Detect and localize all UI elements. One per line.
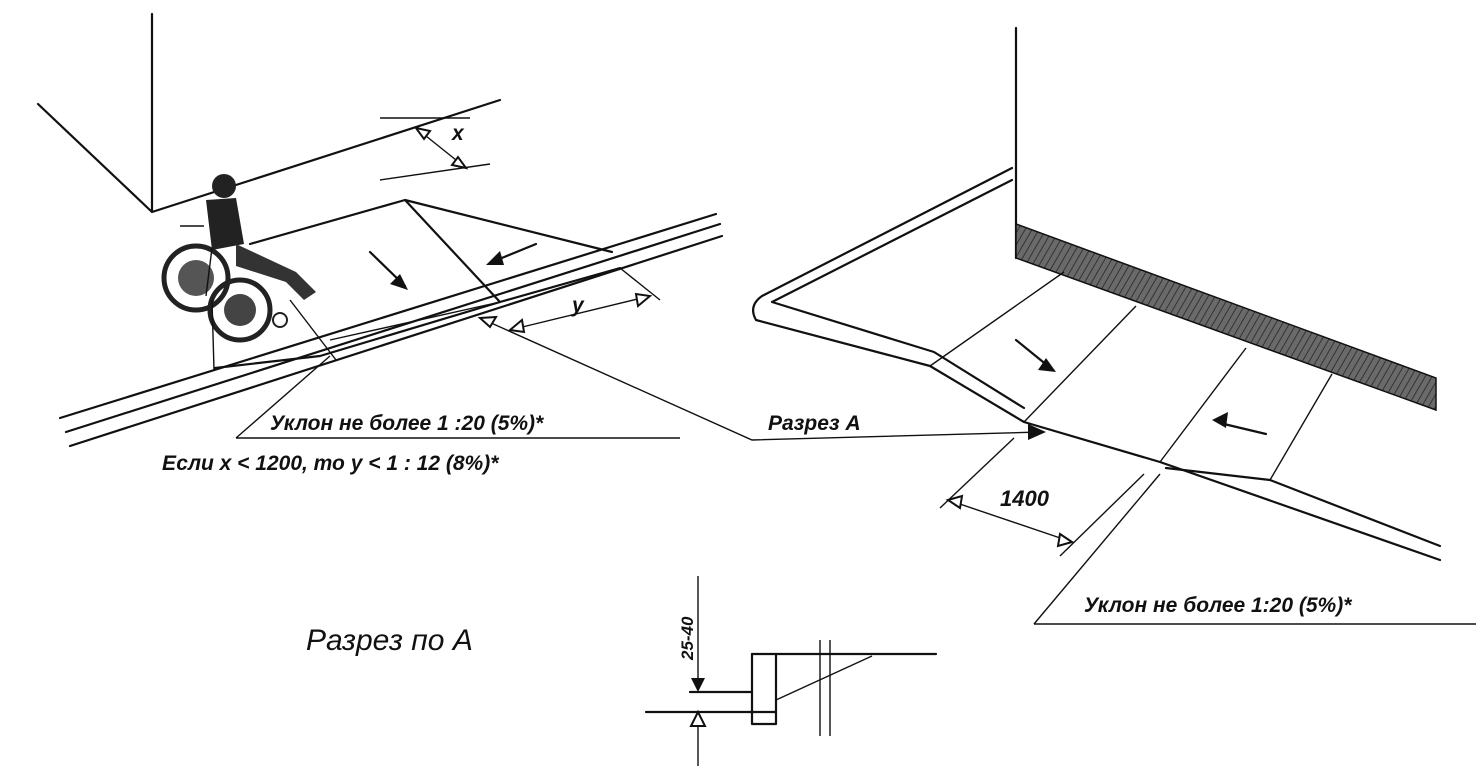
curb-inner [770,178,1026,410]
slope-arrow-down-head [390,274,408,290]
dim-y-line [509,295,651,331]
dim-height-arrow-bottom [689,709,707,727]
dim-x-arrow-bottom [450,155,469,170]
dim-1400-line [947,499,1073,543]
dim-1400-ext-right [1059,473,1145,557]
ramp-upper-edge [248,198,614,254]
left-condition-label: Если x < 1200, то y < 1 : 12 (8%)* [162,452,499,475]
ramp-slope-line [329,301,501,341]
ramp-side-flare [213,266,622,370]
right-arrow-left [1222,422,1268,436]
section-a-label: Разрез А [768,412,861,435]
section-detail: Разрез по А 25-40 [306,576,938,766]
dim-y-ext [619,267,661,301]
left-label-leader [235,355,680,439]
dim-y-arrow-right [634,292,653,308]
dim-height-label: 25-40 [678,616,697,661]
right-ramp-illustration: 1400 Уклон не более 1:20 (5%)* [751,26,1476,625]
right-arrow-down [1014,338,1050,368]
ramp-left-cut [289,299,337,361]
section-leader-arrow-right [1028,424,1046,440]
dim-1400-arrow-left [945,494,964,510]
curb-profile [750,652,778,726]
dim-y-arrow-left [507,318,526,334]
right-arrow-down-head [1038,358,1056,372]
dim-height-arrow-top [691,678,705,692]
right-label-leader [1033,473,1476,625]
dim-x-ext-bottom [379,163,491,181]
small-dim-lines [819,640,831,736]
dim-y-label: y [571,294,585,317]
left-slope-label: Уклон не более 1 :20 (5%)* [270,412,544,435]
ramp-slope-profile [775,655,873,701]
right-arrow-left-head [1212,412,1228,428]
dim-x-label: x [451,122,465,145]
curb-right [1164,466,1442,548]
dim-1400-ext-left [939,437,1015,509]
wheelchair-user-icon [161,174,316,371]
building-plinth [1015,222,1437,412]
left-ramp-illustration: x y Уклон не более 1 :20 (5%)* Если x < … [36,12,1046,475]
ramp-center-line [403,198,502,304]
ground-line [644,690,778,714]
dim-x-arrow-top [413,126,432,141]
section-leader [479,317,1041,441]
curb-outline [751,166,1442,562]
right-slope-label: Уклон не более 1:20 (5%)* [1084,594,1352,617]
dim-1400-label: 1400 [1000,486,1050,511]
section-title: Разрез по А [306,624,473,657]
dim-1400-arrow-right [1056,532,1075,548]
building-outline [36,12,502,214]
slope-arrow-left-head [486,251,504,265]
ramp-strips [929,271,1333,481]
section-leader-arrow-left [477,315,498,329]
